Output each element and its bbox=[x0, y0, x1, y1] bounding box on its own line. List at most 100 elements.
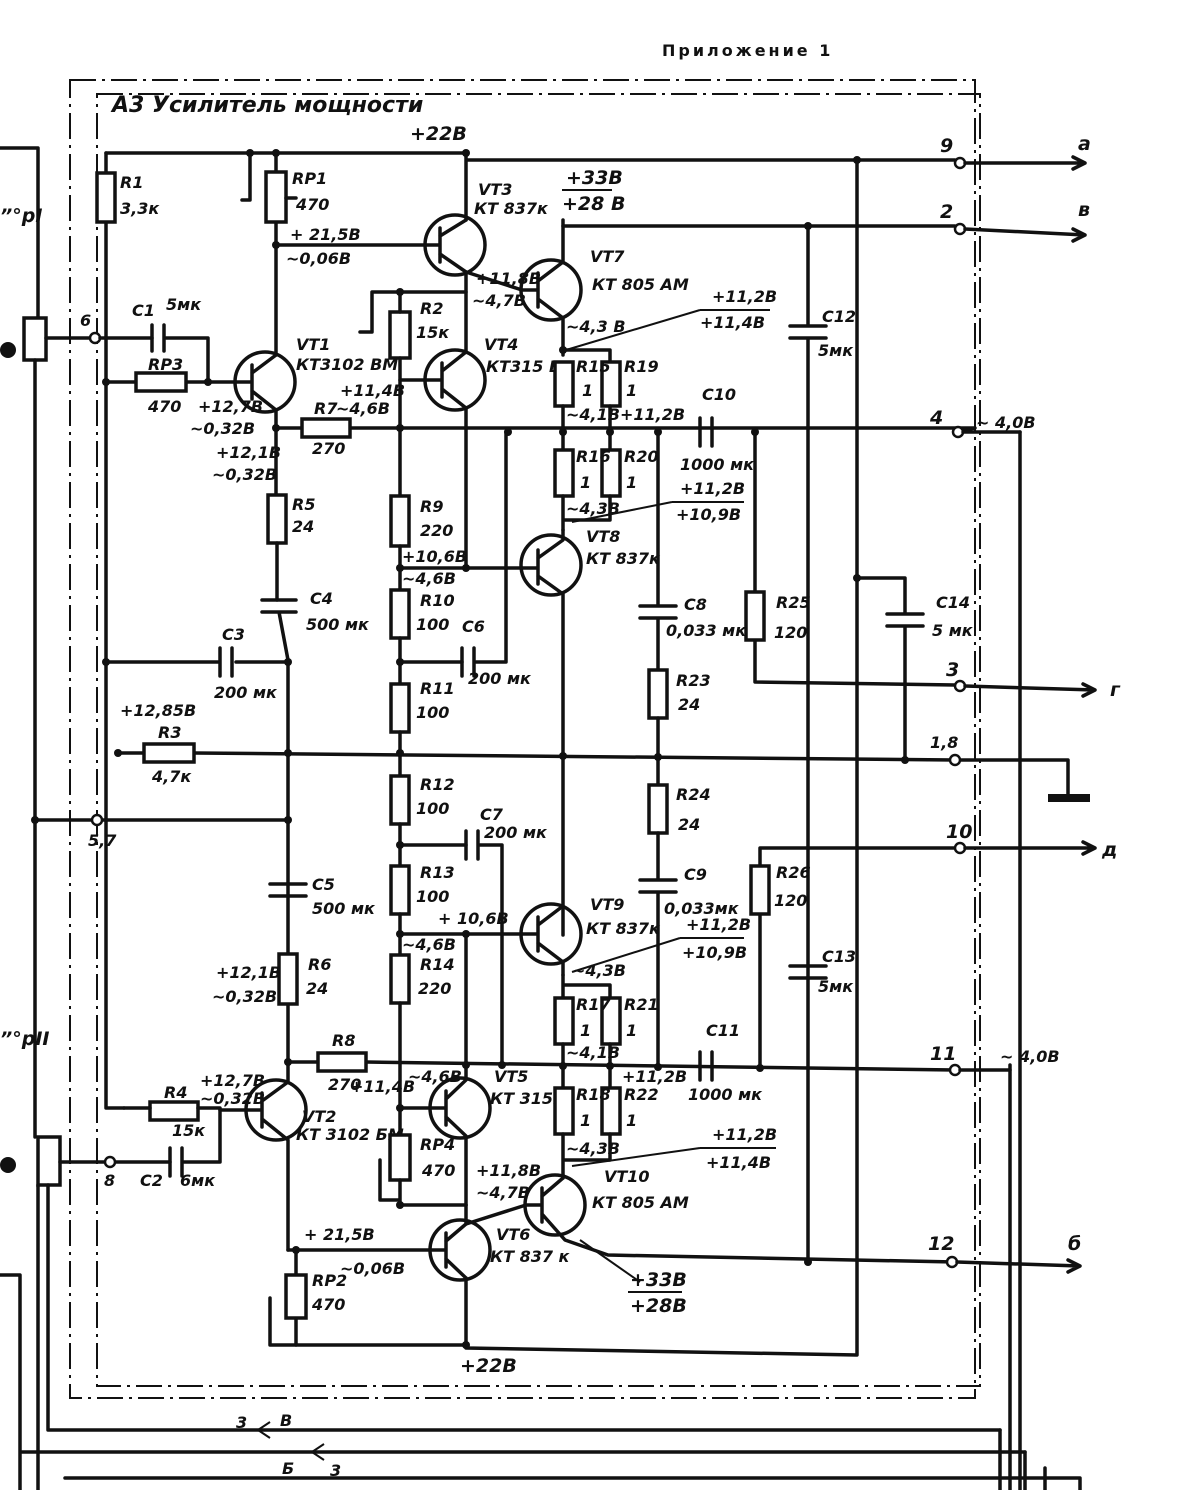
v-vt10-r: +11,2В bbox=[712, 1125, 777, 1144]
t1-8-label: 1,8 bbox=[930, 733, 958, 752]
R5-value: 24 bbox=[292, 517, 314, 536]
R11-value: 100 bbox=[416, 703, 449, 722]
v-vt7-r: +11,2В bbox=[712, 287, 777, 306]
t9-label: 9 bbox=[940, 135, 953, 157]
VT3-type: КТ 837к bbox=[474, 199, 549, 218]
wire-left-lines bbox=[20, 358, 1027, 1490]
v-r17: ~4,1В bbox=[566, 1043, 620, 1062]
left-dot-top bbox=[0, 342, 16, 358]
R22-value: 1 bbox=[626, 1111, 637, 1130]
t8-label: 8 bbox=[104, 1171, 115, 1190]
C11-ref: C11 bbox=[706, 1021, 740, 1040]
VT1-type: КТ3102 ВМ bbox=[296, 355, 398, 374]
R18 bbox=[553, 1086, 575, 1136]
v-vt6-e-ac: ~4,7В bbox=[476, 1183, 530, 1202]
R20-ref: R20 bbox=[624, 447, 659, 466]
R8 bbox=[316, 1051, 368, 1073]
v-vt8-r2: +10,9В bbox=[676, 505, 741, 524]
C11-value: 1000 мк bbox=[688, 1085, 763, 1104]
v-r7-ac: ~4,6В bbox=[336, 399, 390, 418]
R1 bbox=[95, 171, 117, 224]
v-r8-ac: ~4,6В bbox=[408, 1067, 462, 1086]
C8-ref: C8 bbox=[684, 595, 707, 614]
R26 bbox=[749, 864, 771, 916]
VT7-ref: VT7 bbox=[590, 247, 625, 266]
C9-value: 0,033мк bbox=[664, 899, 740, 918]
C3-value: 200 мк bbox=[214, 683, 278, 702]
R9-ref: R9 bbox=[420, 497, 443, 516]
left-pot-top bbox=[22, 316, 48, 362]
R10 bbox=[389, 588, 411, 640]
v-out11: ~ 4,0В bbox=[1000, 1047, 1060, 1066]
R24 bbox=[647, 783, 669, 835]
left-pot-bottom bbox=[36, 1135, 62, 1187]
C6-value: 200 мк bbox=[468, 669, 532, 688]
RP3-value: 15к bbox=[416, 323, 450, 342]
R15-ref: R15 bbox=[576, 357, 611, 376]
out-a: а bbox=[1078, 133, 1091, 155]
R6 bbox=[277, 952, 299, 1006]
RP3-ref: R2 bbox=[420, 299, 443, 318]
wire-bottom-right bbox=[63, 430, 1082, 1490]
C4-ref: C4 bbox=[310, 589, 333, 608]
R5-ref: R5 bbox=[292, 495, 315, 514]
v-vt10-r2: +11,4В bbox=[706, 1153, 771, 1172]
v-rp2-ac: ~0,06В bbox=[340, 1259, 405, 1278]
R13-ref: R13 bbox=[420, 863, 455, 882]
rail-top-label: +22В bbox=[410, 123, 467, 145]
C5-ref: C5 bbox=[312, 875, 335, 894]
R14-value: 220 bbox=[418, 979, 451, 998]
C12-value: 5мк bbox=[818, 341, 854, 360]
label-pii: ”°pII bbox=[0, 1028, 49, 1050]
RP2-value: 470 bbox=[311, 1295, 345, 1314]
R24-ref: R24 bbox=[676, 785, 711, 804]
VT9-type: КТ 837к bbox=[586, 919, 661, 938]
v-vt8-r: +11,2В bbox=[680, 479, 745, 498]
R5 bbox=[266, 493, 288, 545]
C6-ref: C6 bbox=[462, 617, 485, 636]
t3-label: 3 bbox=[946, 659, 959, 681]
R17 bbox=[553, 996, 575, 1046]
t4-label: 4 bbox=[929, 407, 943, 429]
C4-value: 500 мк bbox=[306, 615, 370, 634]
R16-value: 1 bbox=[580, 473, 591, 492]
R9-value: 220 bbox=[420, 521, 453, 540]
C7-value: 200 мк bbox=[484, 823, 548, 842]
RP1 bbox=[264, 170, 288, 224]
v-rp1-ac: ~0,06В bbox=[286, 249, 351, 268]
R11 bbox=[389, 682, 411, 734]
VT4-ref: VT4 bbox=[484, 335, 518, 354]
R24-value: 24 bbox=[678, 815, 700, 834]
R17-value: 1 bbox=[580, 1021, 591, 1040]
R19-value: 1 bbox=[626, 381, 637, 400]
C3-ref: C3 bbox=[222, 625, 245, 644]
v-vt10-bot: +33В bbox=[630, 1269, 687, 1291]
v-vt9-r: +11,2В bbox=[686, 915, 751, 934]
VT7-type: КТ 805 АМ bbox=[592, 275, 689, 294]
R13 bbox=[389, 864, 411, 916]
v-r8: +11,4В bbox=[350, 1077, 415, 1096]
R23 bbox=[647, 668, 669, 720]
R19-ref: R19 bbox=[624, 357, 659, 376]
terminal-57 bbox=[90, 813, 104, 827]
v-r3: +12,85В bbox=[120, 701, 196, 720]
v-r22: +11,2В bbox=[622, 1067, 687, 1086]
v-vt1-b-ac: ~0,32В bbox=[190, 419, 255, 438]
t57-label: 5,7 bbox=[88, 831, 117, 850]
R3-value: 4,7к bbox=[151, 767, 192, 786]
VT8-type: КТ 837к bbox=[586, 549, 661, 568]
R4-ref: R4 bbox=[164, 1083, 187, 1102]
left-box-bottom bbox=[0, 1273, 22, 1490]
v-vt8-e: ~4,3В bbox=[566, 499, 620, 518]
R6-value: 24 bbox=[306, 979, 328, 998]
VT6-ref: VT6 bbox=[496, 1225, 530, 1244]
VT1-ref: VT1 bbox=[296, 335, 330, 354]
R16-ref: R16 bbox=[576, 447, 611, 466]
out-b1: в bbox=[1078, 199, 1090, 221]
block-title: А3 Усилитель мощности bbox=[110, 93, 423, 118]
RP1-ref: RP1 bbox=[292, 169, 327, 188]
v-vt1-e: +12,1В bbox=[216, 443, 281, 462]
R25 bbox=[744, 590, 766, 642]
inner-frame bbox=[96, 93, 981, 1387]
R15 bbox=[553, 360, 575, 408]
